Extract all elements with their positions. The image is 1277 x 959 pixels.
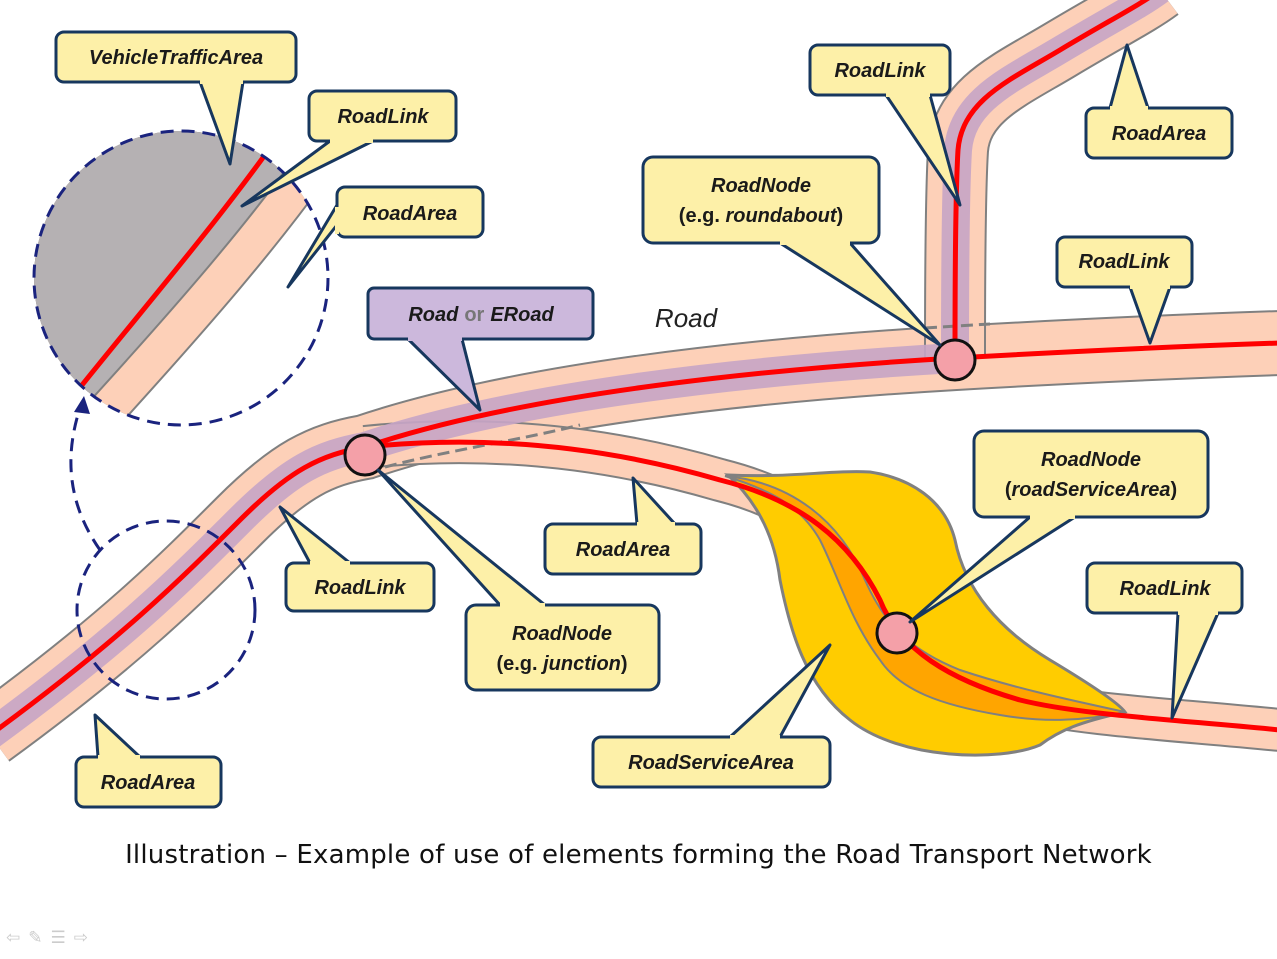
label-roundabout-desc: (e.g. roundabout) xyxy=(679,205,843,227)
label-junction-title: RoadNode xyxy=(512,623,612,645)
label-service-node-title: RoadNode xyxy=(1041,449,1141,471)
label-zoom-road-link: RoadLink xyxy=(337,106,429,128)
service-node-marker xyxy=(875,611,919,655)
callout-zoom-road-area: RoadArea xyxy=(286,185,485,289)
menu-icon[interactable]: ☰ xyxy=(50,928,66,948)
figure-caption: Illustration – Example of use of element… xyxy=(125,840,1152,870)
label-vehicle-traffic-area: VehicleTrafficArea xyxy=(89,47,263,69)
callout-vehicle-traffic-area: VehicleTrafficArea xyxy=(54,30,298,166)
label-zoom-road-area: RoadArea xyxy=(363,203,457,225)
callouts: VehicleTrafficArea RoadLink RoadArea Roa… xyxy=(54,30,1244,809)
callout-top-road-link: RoadLink xyxy=(808,43,962,207)
label-junction-desc: (e.g. junction) xyxy=(496,653,627,675)
label-middle-road-area: RoadArea xyxy=(576,539,670,561)
slide-navigation: ⇦ ✎ ☰ ⇨ xyxy=(6,928,88,948)
zoom-detail xyxy=(32,129,330,701)
label-or-word: or xyxy=(464,304,484,326)
back-arrow-icon[interactable]: ⇦ xyxy=(6,928,21,948)
label-road: Road xyxy=(655,303,719,333)
label-eroad-word: ERoad xyxy=(490,304,554,326)
junction-node-marker xyxy=(343,433,387,477)
label-right-road-link: RoadLink xyxy=(1078,251,1170,273)
callout-lower-road-link: RoadLink xyxy=(1085,561,1244,720)
label-road-word: Road xyxy=(408,304,459,326)
pen-icon[interactable]: ✎ xyxy=(28,928,43,948)
road-link-lines xyxy=(0,0,1277,733)
road-dashed-edges xyxy=(384,322,991,469)
forward-arrow-icon[interactable]: ⇨ xyxy=(73,928,88,948)
callout-top-road-area: RoadArea xyxy=(1084,43,1234,160)
label-bottom-road-area: RoadArea xyxy=(101,772,195,794)
label-service-node-desc: (roadServiceArea) xyxy=(1005,479,1177,501)
callout-roundabout-node: RoadNode (e.g. roundabout) xyxy=(641,155,942,347)
label-left-road-link: RoadLink xyxy=(314,577,406,599)
roundabout-node-marker xyxy=(933,338,977,382)
label-road-service-area: RoadServiceArea xyxy=(628,752,794,774)
label-lower-road-link: RoadLink xyxy=(1119,578,1211,600)
callout-middle-road-area: RoadArea xyxy=(543,476,703,576)
callout-service-node: RoadNode (roadServiceArea) xyxy=(908,429,1210,624)
callout-road-service-area: RoadServiceArea xyxy=(591,643,832,789)
callout-zoom-road-link: RoadLink xyxy=(240,89,458,208)
label-top-road-area: RoadArea xyxy=(1112,123,1206,145)
road-nodes xyxy=(343,338,977,655)
callout-left-road-link: RoadLink xyxy=(278,505,436,613)
callout-bottom-road-area: RoadArea xyxy=(74,713,223,809)
label-top-road-link: RoadLink xyxy=(834,60,926,82)
label-roundabout-title: RoadNode xyxy=(711,175,811,197)
callout-right-road-link: RoadLink xyxy=(1055,235,1194,345)
callout-junction-node: RoadNode (e.g. junction) xyxy=(376,468,661,692)
